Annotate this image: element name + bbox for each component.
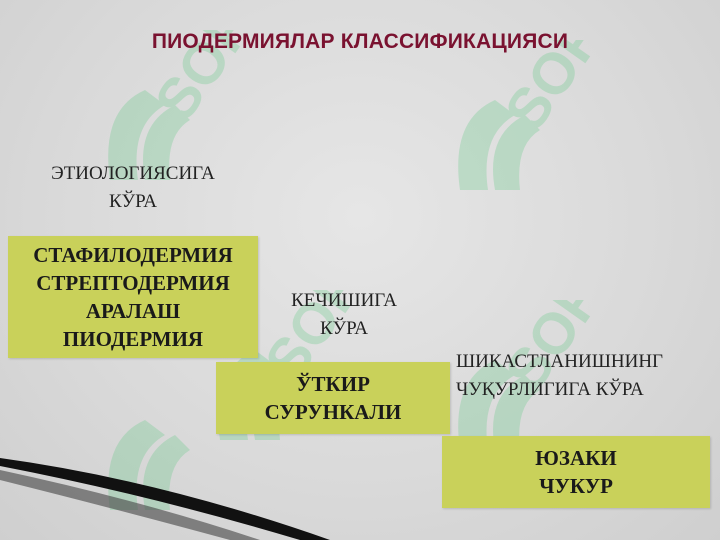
watermark-logo: SOFF	[458, 300, 634, 450]
etiology-item: ПИОДЕРМИЯ	[62, 327, 204, 351]
depth-heading: ШИКАСТЛАНИШНИНГ ЧУҚУРЛИГИГА КЎРА	[456, 351, 664, 400]
depth-box: ЮЗАКИ ЧУКУР	[442, 436, 710, 508]
etiology-item: СТРЕПТОДЕРМИЯ	[36, 271, 230, 295]
etiology-item: СТАФИЛОДЕРМИЯ	[33, 243, 233, 267]
page-title: ПИОДЕРМИЯЛАР КЛАССИФИКАЦИЯСИ	[151, 30, 569, 53]
watermark-logo: SOFF	[458, 40, 634, 190]
etiology-heading: ЭТИОЛОГИЯСИГА КЎРА	[51, 163, 215, 212]
etiology-item: АРАЛАШ	[85, 299, 181, 323]
depth-item: ЮЗАКИ	[535, 446, 617, 470]
etiology-box: СТАФИЛОДЕРМИЯ СТРЕПТОДЕРМИЯ АРАЛАШ ПИОДЕ…	[8, 236, 258, 358]
course-heading: КЕЧИШИГА КЎРА	[291, 290, 397, 339]
watermark-logo: SOFF	[108, 30, 284, 180]
depth-item: ЧУКУР	[539, 474, 613, 498]
course-item: СУРУНКАЛИ	[264, 400, 402, 424]
course-box: ЎТКИР СУРУНКАЛИ	[216, 362, 450, 434]
course-item: ЎТКИР	[296, 372, 370, 396]
